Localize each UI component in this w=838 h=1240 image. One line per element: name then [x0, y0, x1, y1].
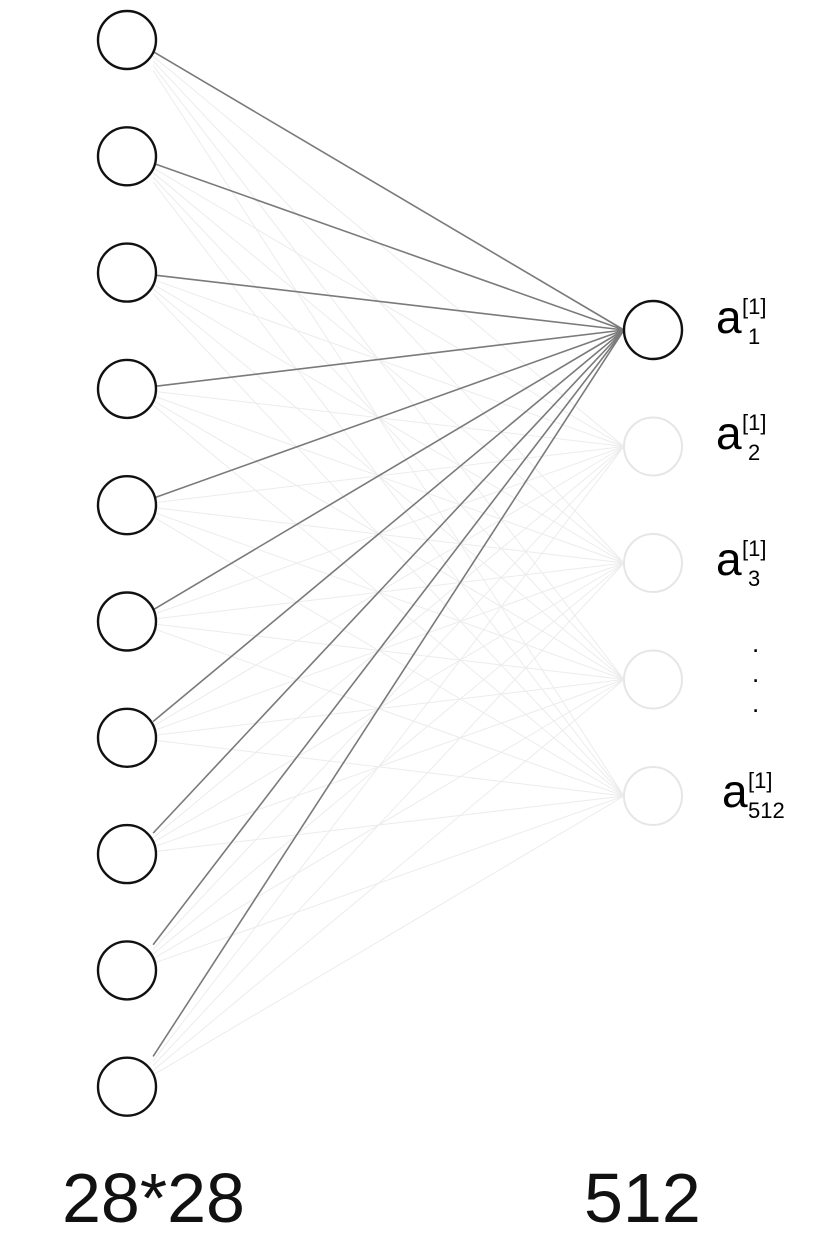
hidden-node-active [622, 299, 684, 361]
faded-edge [152, 446, 625, 839]
input-node [96, 126, 158, 187]
active-edge [152, 329, 625, 1057]
hidden-node-faded [623, 766, 683, 826]
faded-edge [152, 69, 625, 797]
faded-edge [152, 679, 625, 848]
faded-edge [153, 446, 625, 504]
faded-connections [152, 55, 625, 1076]
hidden-layer-size-label: 512 [584, 1159, 701, 1237]
faded-edge [152, 795, 625, 1076]
hidden-node-faded [623, 649, 683, 710]
faded-edge [152, 562, 625, 955]
faded-edge [152, 400, 625, 680]
input-node [96, 358, 158, 420]
faded-edge [152, 167, 625, 447]
input-layer-nodes [96, 9, 158, 1117]
hidden-layer-nodes [622, 299, 684, 826]
active-edge [152, 329, 625, 834]
faded-edge [152, 176, 625, 680]
faded-edge [152, 628, 625, 797]
active-connections [152, 50, 625, 1057]
input-layer-size-label: 28*28 [62, 1159, 245, 1237]
faded-edge [152, 283, 625, 564]
faded-edge [152, 679, 625, 960]
active-edge [152, 329, 625, 611]
faded-edge [152, 288, 625, 680]
faded-edge [153, 623, 625, 680]
faded-edge [152, 511, 625, 680]
faded-edge [152, 562, 625, 843]
input-node [96, 940, 158, 1001]
faded-edge [152, 795, 625, 964]
input-node [96, 823, 158, 885]
active-edge [153, 329, 625, 388]
input-node [96, 591, 158, 652]
faded-edge [153, 507, 625, 564]
faded-edge [152, 395, 625, 564]
active-edge [153, 274, 625, 331]
faded-edge [152, 562, 625, 732]
hidden-node-faded [623, 416, 683, 477]
faded-edge [152, 562, 625, 1067]
faded-edge [152, 679, 625, 1071]
hidden-node-label-2: a [1] 2 [716, 407, 767, 465]
faded-edge [152, 55, 625, 447]
faded-edge [152, 293, 625, 797]
input-node [96, 242, 158, 303]
faded-edge [152, 404, 625, 797]
active-edge [152, 329, 625, 723]
input-node [96, 475, 158, 536]
faded-edge [152, 65, 625, 680]
faded-edge [152, 446, 625, 950]
hidden-node-label-512: a [1] 512 [722, 765, 785, 823]
faded-edge [152, 60, 625, 564]
faded-edge [153, 795, 625, 853]
hidden-layer-ellipsis: . . . [752, 628, 760, 718]
hidden-node-faded [623, 533, 683, 593]
active-edge [152, 162, 625, 331]
faded-edge [153, 562, 625, 620]
hidden-node-label-3: a [1] 3 [716, 533, 767, 591]
faded-edge [153, 679, 625, 736]
faded-edge [152, 279, 625, 447]
faded-edge [152, 446, 625, 615]
faded-edge [152, 446, 625, 727]
faded-edge [152, 172, 625, 564]
active-edge [152, 329, 625, 499]
hidden-node-label-1: a [1] 1 [716, 291, 767, 349]
input-node [96, 1056, 158, 1117]
faded-edge [153, 390, 625, 447]
faded-edge [152, 446, 625, 1062]
faded-edge [153, 739, 625, 797]
active-edge [152, 329, 625, 946]
input-node [96, 707, 158, 768]
input-node [96, 9, 158, 71]
active-edge [152, 50, 625, 331]
